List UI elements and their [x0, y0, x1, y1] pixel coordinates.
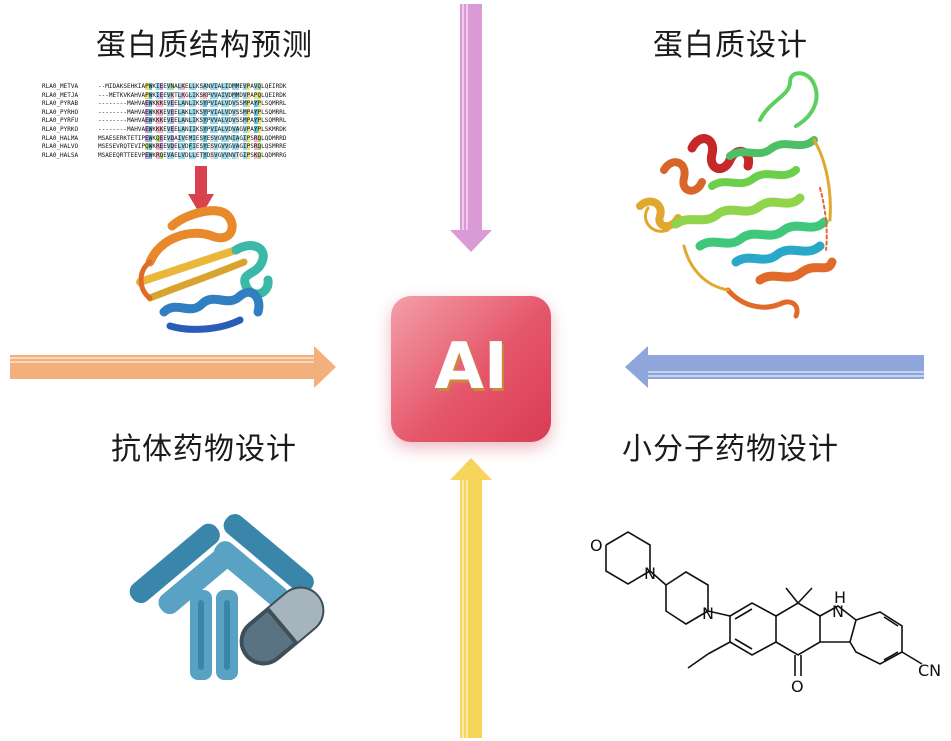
alignment-row-sequence: --------MAHVAEWKKKEVEELANLIKSYPVVALVDVSS…	[98, 117, 287, 125]
alignment-row-sequence: ---METKVKAHVAPWKIEEVKTLKGLIKSKPVVAIVDMMD…	[98, 91, 287, 99]
alignment-row-sequence: --MIDAKSEHKIAPWKIEEVNALKELLKSANVIALIDMME…	[98, 83, 287, 90]
ai-label: AI	[434, 330, 508, 404]
alignment-row-name: RLA0_HALVO	[42, 143, 79, 151]
arrow-bottom	[450, 458, 492, 738]
atom-label: N	[832, 602, 844, 621]
alignment-row: RLA0_PYRHO --------MAHVAEWKKKEVEELAKLIKSY…	[42, 108, 287, 117]
antibody-icon	[129, 514, 314, 680]
alignment-row: RLA0_PYRKO --------MAHVAEWKKKEVEELANIIKSY…	[42, 125, 287, 134]
alignment-row-sequence: --------MAHVAEWKKKEVEELANIIKSYPVIALVDVAG…	[98, 126, 287, 133]
alignment-row-sequence: --------MAHVAEWKKKEVEELAKLIKSYPVIALVDVSS…	[98, 108, 287, 116]
alignment-row: RLA0_HALVO MSESEVRQTEVIPQWKREEVDELVDFIESY…	[42, 142, 287, 151]
alignment-row: RLA0_METJA ---METKVKAHVAPWKIEEVKTLKGLIKSK…	[42, 91, 287, 100]
alignment-row: RLA0_HALSA MSAEEQRTTEEVPEWKRQEVAELVDLLETY…	[42, 151, 287, 160]
alignment-row-sequence: --------MAHVAEWKKKEVEELANLIKSYPVIALVDVSS…	[98, 100, 287, 108]
alignment-row: RLA0_PYRFU --------MAHVAEWKKKEVEELANLIKSY…	[42, 116, 287, 125]
alignment-row-sequence: MSAESERKTETIPEWKQEEVDAIVEMIESYESVGVVNIAG…	[98, 134, 287, 142]
alignment-row-name: RLA0_METJA	[42, 91, 79, 99]
alignment-row-name: RLA0_PYRAB	[42, 100, 79, 108]
alignment-row-name: RLA0_PYRFU	[42, 117, 79, 125]
arrow-top	[450, 4, 492, 252]
down-arrow	[188, 166, 214, 216]
atom-label: O	[791, 677, 804, 696]
title-protein-structure-prediction: 蛋白质结构预测	[96, 28, 313, 63]
atom-label: CN	[918, 661, 941, 680]
alignment-row-name: RLA0_HALMA	[42, 134, 79, 142]
atom-label: N	[702, 604, 714, 623]
alignment-row-sequence: MSAEEQRTTEEVPEWKRQEVAELVDLLETYDSVGVVNVTG…	[98, 151, 287, 159]
title-small-molecule-drug-design: 小分子药物设计	[622, 432, 839, 467]
small-molecule-structure	[605, 531, 923, 676]
sequence-alignment: RLA0_METVA --MIDAKSEHKIAPWKIEEVNALKELLKSA…	[42, 82, 364, 160]
arrow-right	[625, 346, 924, 388]
title-antibody-drug-design: 抗体药物设计	[111, 432, 297, 467]
protein-ribbon-icon	[136, 206, 273, 333]
alignment-row: RLA0_PYRAB --------MAHVAEWKKKEVEELANLIKSY…	[42, 99, 287, 108]
molecule-atom-labels: O N N H N O CN	[590, 536, 941, 696]
alignment-row: RLA0_METVA --MIDAKSEHKIAPWKIEEVNALKELLKSA…	[42, 82, 287, 91]
ai-hub: AI	[391, 296, 551, 442]
alignment-row-name: RLA0_METVA	[42, 83, 79, 90]
alignment-row-sequence: MSESEVRQTEVIPQWKREEVDELVDFIESYESVGVVGVAG…	[98, 143, 287, 151]
alignment-row-name: RLA0_PYRHO	[42, 108, 79, 116]
alignment-row-name: RLA0_PYRKO	[42, 126, 79, 133]
atom-label: N	[644, 564, 656, 583]
atom-label: O	[590, 536, 603, 555]
title-protein-design: 蛋白质设计	[653, 28, 808, 63]
atom-label: H	[834, 588, 846, 607]
alignment-row: RLA0_HALMA MSAESERKTETIPEWKQEEVDAIVEMIESY…	[42, 134, 287, 143]
arrow-left	[10, 346, 336, 388]
alignment-row-name: RLA0_HALSA	[42, 151, 79, 159]
protein-ribbon-icon-large	[636, 71, 837, 319]
capsule-icon	[239, 586, 325, 666]
